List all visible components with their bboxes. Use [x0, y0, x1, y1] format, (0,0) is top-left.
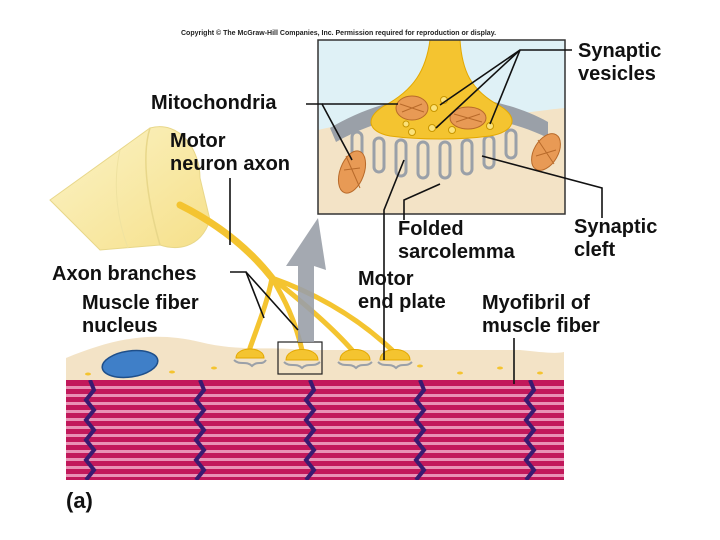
z-line: [193, 380, 207, 480]
label-synaptic-cleft: Synaptic cleft: [574, 216, 657, 262]
label-myofibril-line2: muscle fiber: [482, 315, 600, 337]
label-muscle-fiber-nucleus-line2: nucleus: [82, 315, 158, 337]
label-synaptic-vesicles-line2: vesicles: [578, 63, 656, 85]
axon-sheath: [49, 126, 211, 251]
sarcoplasm-granules: [85, 364, 543, 376]
inset-frame: [317, 39, 566, 215]
panel-label: (a): [66, 488, 93, 513]
axon-branches-shape: [176, 201, 395, 353]
label-motor-neuron-axon: Motor neuron axon: [170, 130, 290, 176]
label-motor-neuron-axon-line1: Motor: [170, 130, 226, 152]
myofibril-stripe: [66, 474, 564, 477]
label-axon-branches: Axon branches: [52, 263, 197, 285]
label-motor-neuron-axon-line2: neuron axon: [170, 153, 291, 175]
muscle-fiber-nucleus-shape: [101, 349, 159, 379]
myelin-segment: [115, 149, 129, 249]
copyright-notice: Copyright © The McGraw-Hill Companies, I…: [181, 30, 497, 37]
label-motor-end-plate-line1: Motor: [358, 268, 414, 290]
label-muscle-fiber-nucleus: Muscle fiber nucleus: [82, 292, 199, 338]
z-line: [523, 380, 537, 480]
label-motor-end-plate-line2: end plate: [358, 291, 446, 313]
label-synaptic-vesicles-line1: Synaptic: [578, 40, 662, 62]
myofibril-stripe: [66, 434, 564, 437]
label-mitochondria: Mitochondria: [151, 92, 277, 114]
label-muscle-fiber-nucleus-line1: Muscle fiber: [82, 292, 199, 314]
label-folded-sarcolemma: Folded sarcolemma: [398, 218, 515, 264]
myelin-segment: [145, 127, 161, 246]
label-myofibril-line1: Myofibril of: [482, 292, 590, 314]
label-motor-end-plate: Motor end plate: [358, 268, 446, 314]
myofibril-stripe: [66, 402, 564, 405]
leader-lines: [229, 49, 603, 384]
z-line: [413, 380, 427, 480]
axon-terminals: [235, 348, 411, 361]
junctional-folds: [233, 359, 413, 370]
z-line: [303, 380, 317, 480]
z-lines: [83, 380, 537, 480]
myofibril-stripe: [66, 458, 564, 461]
label-folded-sarcolemma-line1: Folded: [398, 218, 464, 240]
myofibril-stripe: [66, 426, 564, 429]
z-line: [83, 380, 97, 480]
inset-magnified-view: [318, 40, 565, 214]
myofibril-stripe: [66, 442, 564, 445]
myofibril-stripe: [66, 394, 564, 397]
label-folded-sarcolemma-line2: sarcolemma: [398, 241, 515, 263]
muscle-fiber: [66, 380, 564, 480]
myofibril-stripe: [66, 466, 564, 469]
label-myofibril: Myofibril of muscle fiber: [482, 292, 600, 338]
zoom-arrow: [286, 218, 326, 342]
label-synaptic-cleft-line2: cleft: [574, 239, 616, 261]
myofibril-stripe: [66, 418, 564, 421]
label-synaptic-cleft-line1: Synaptic: [574, 216, 658, 238]
label-synaptic-vesicles: Synaptic vesicles: [578, 40, 661, 86]
